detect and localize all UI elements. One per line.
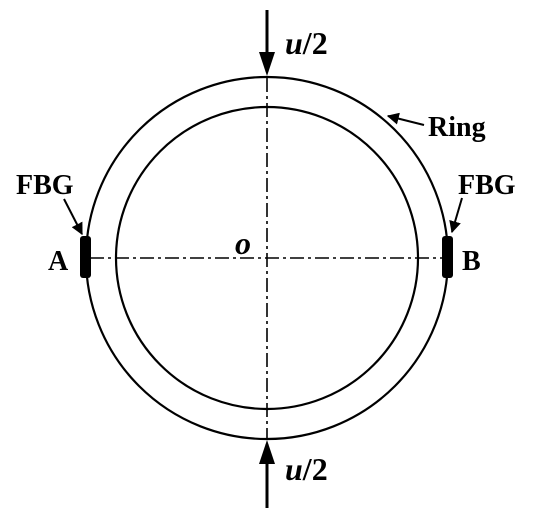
fbg-label-left: FBG [16,170,74,201]
top-load-arrow [259,10,275,76]
bottom-load-label: u/2 [285,451,328,487]
fbg-sensor-b [442,236,453,278]
bottom-load-arrow [259,440,275,508]
ring-pointer [386,112,425,126]
fbg-sensor-a [80,236,91,278]
top-load-label: u/2 [285,25,328,61]
point-b-label: B [462,246,481,277]
point-a-label: A [48,246,69,277]
fbg-label-right: FBG [458,170,516,201]
fbg-right-pointer [449,197,463,234]
fbg-left-pointer [63,198,83,236]
center-label: o [235,225,251,261]
ring-label: Ring [428,112,486,143]
